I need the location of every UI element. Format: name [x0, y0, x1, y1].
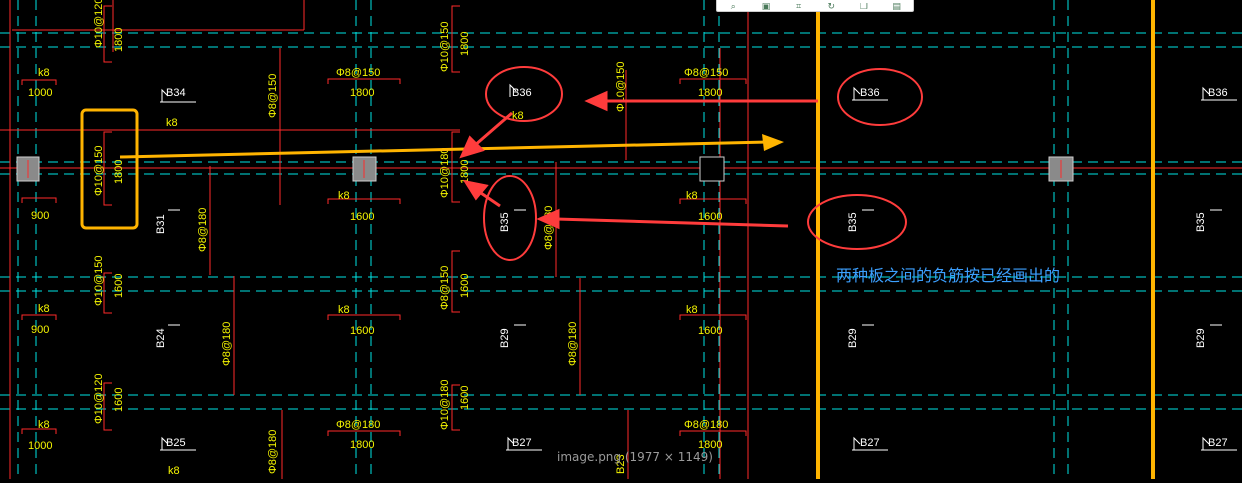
k8-label: k8 [338, 304, 350, 316]
k8-label: k8 [686, 304, 698, 316]
rebar-length: 1800 [113, 160, 125, 184]
rebar-label: Φ8@150 [684, 67, 728, 79]
k8-label: k8 [168, 465, 180, 477]
span-length: 1600 [350, 325, 374, 337]
span-length: 1600 [350, 211, 374, 223]
rebar-label: Φ10@150 [93, 145, 105, 196]
rebar-label: Φ10@150 [615, 61, 627, 112]
span-length: 1600 [698, 211, 722, 223]
k8-label: k8 [512, 110, 524, 122]
rebar-length: 1600 [459, 386, 471, 410]
span-length: 1800 [350, 439, 374, 451]
k8-label: k8 [686, 190, 698, 202]
image-caption: image.png (1977 × 1149) [557, 450, 713, 464]
slab-name: B36 [860, 87, 880, 99]
save-icon[interactable]: ▤ [892, 3, 901, 11]
span-length: 1800 [350, 87, 374, 99]
rebar-length: 1600 [113, 388, 125, 412]
slab-name: B24 [155, 328, 167, 348]
slab-name: B27 [1208, 437, 1228, 449]
k8-label: k8 [338, 190, 350, 202]
rebar-label: B23 [615, 454, 627, 474]
rebar-length: 1800 [113, 28, 125, 52]
span-length: 1000 [28, 87, 52, 99]
slab-name: B29 [847, 328, 859, 348]
orange-arrowhead [762, 134, 784, 151]
span-length: 1600 [698, 325, 722, 337]
annotation-note: 两种板之间的负筋按已经画出的 [836, 266, 1061, 285]
slab-name: B35 [1195, 212, 1207, 232]
slab-name: B27 [512, 437, 532, 449]
rebar-label: Φ8@150 [267, 74, 279, 118]
span-length: 900 [31, 324, 49, 336]
copy-icon[interactable]: ❐ [859, 3, 868, 11]
slab-arrow-marks [160, 83, 1237, 451]
rebar-label: Φ10@120 [93, 0, 105, 48]
slab-name: B25 [166, 437, 186, 449]
zoom-icon[interactable]: ⌕ [730, 3, 736, 11]
rebar-label: Φ8@180 [267, 430, 279, 474]
rebar-length: 1600 [113, 274, 125, 298]
rebar-label: Φ10@120 [93, 373, 105, 424]
slab-name: B36 [1208, 87, 1228, 99]
span-length: 1000 [28, 440, 52, 452]
rebar-label: Φ8@150 [439, 266, 451, 310]
rebar-label: Φ8@180 [567, 322, 579, 366]
span-length: 900 [31, 210, 49, 222]
rebar-label: Φ8@180 [336, 419, 380, 431]
rebar-length: 1600 [459, 274, 471, 298]
slab-name: B36 [512, 87, 532, 99]
slab-name: B29 [1195, 328, 1207, 348]
span-length: 1800 [698, 439, 722, 451]
rebar-length: 1800 [459, 160, 471, 184]
rebar-label: Φ8@150 [336, 67, 380, 79]
rebar-length: 1800 [459, 32, 471, 56]
rebar-label: Φ10@180 [439, 147, 451, 198]
rebar-label: Φ10@180 [439, 379, 451, 430]
crop-icon[interactable]: ⌗ [796, 3, 802, 11]
red-circles [483, 66, 923, 261]
red-arrows [459, 90, 818, 230]
fit-icon[interactable]: ▣ [761, 3, 771, 11]
rebar-label: Φ8@180 [684, 419, 728, 431]
rebar-label: Φ10@150 [439, 21, 451, 72]
slab-name: B27 [860, 437, 880, 449]
orange-arrow [119, 140, 769, 159]
k8-label: k8 [38, 419, 50, 431]
rebar-label: Φ8@180 [221, 322, 233, 366]
span-length: 1800 [698, 87, 722, 99]
rotate-icon[interactable]: ↻ [827, 3, 836, 11]
columns [16, 156, 1074, 182]
rebar-label: Φ8@180 [197, 208, 209, 252]
slab-name: B35 [847, 212, 859, 232]
slab-name: B29 [499, 328, 511, 348]
viewer-toolbar: ⌕ ▣ ⌗ ↻ ❐ ▤ [716, 0, 914, 12]
rebar-label: Φ10@150 [93, 255, 105, 306]
k8-label: k8 [38, 303, 50, 315]
slab-name: B31 [155, 214, 167, 234]
highlight-box [80, 108, 139, 230]
slab-name: B34 [166, 87, 186, 99]
k8-label: k8 [166, 117, 178, 129]
slab-name: B35 [499, 212, 511, 232]
k8-label: k8 [38, 67, 50, 79]
